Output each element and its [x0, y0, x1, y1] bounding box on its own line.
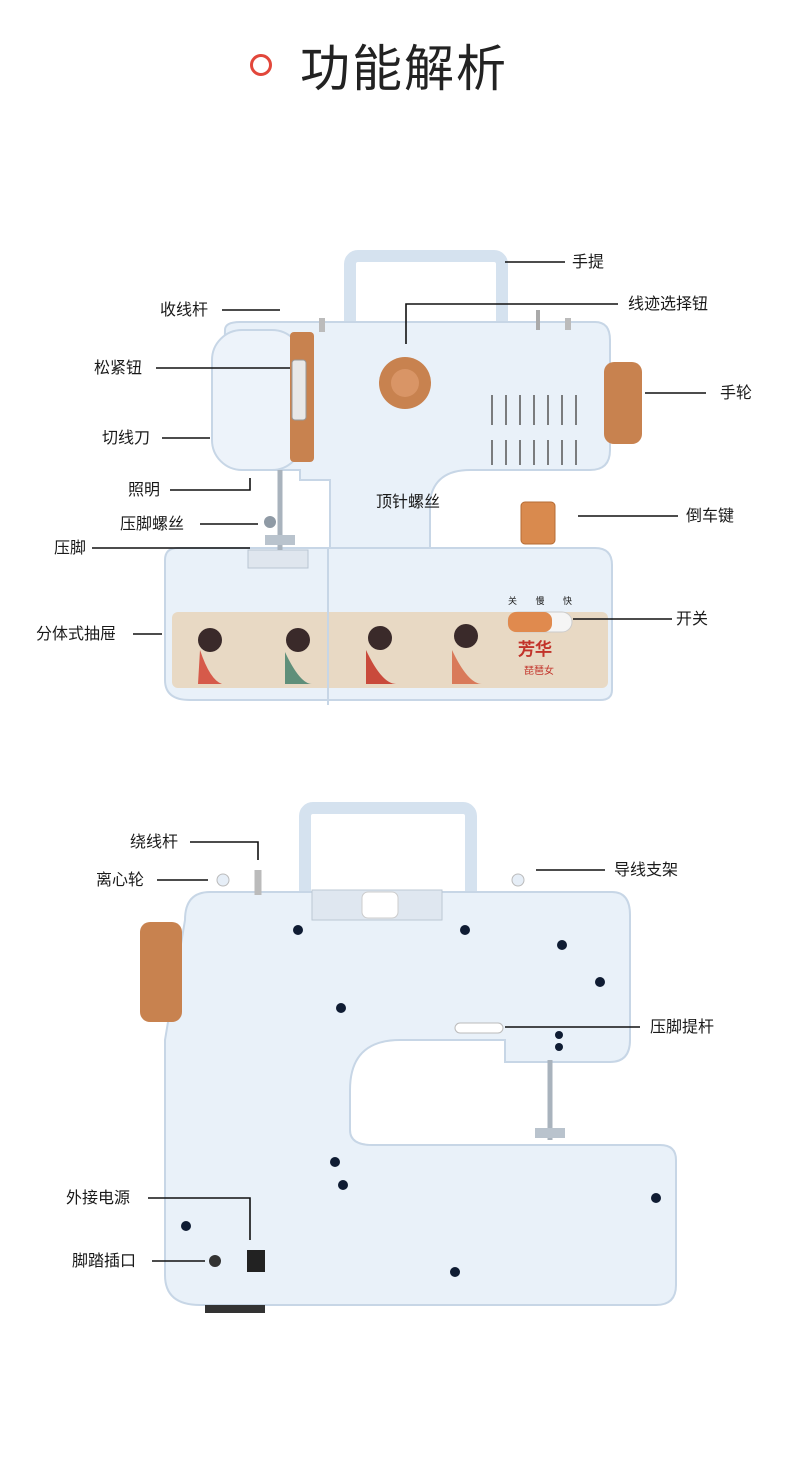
presser-lever-graphic: [454, 1022, 504, 1034]
decorative-band: [172, 612, 608, 688]
label-centrifugal-wheel: 离心轮: [96, 870, 145, 889]
figure-1: [198, 628, 222, 652]
presser-foot-graphic: [265, 535, 295, 545]
label-split-drawer: 分体式抽屉: [36, 624, 117, 643]
reverse-key-graphic: [520, 501, 556, 545]
label-presser-lever: 压脚提杆: [650, 1017, 715, 1036]
machine-face: [211, 329, 303, 471]
circle-icon: [250, 54, 272, 76]
label-handwheel: 手轮: [720, 383, 753, 402]
back-leader-lines: [148, 841, 640, 1262]
switch-slow-text: 慢: [535, 597, 545, 607]
label-switch: 开关: [676, 609, 709, 628]
label-external-power: 外接电源: [66, 1188, 131, 1207]
back-handwheel-graphic: [140, 922, 182, 1022]
tension-knob-graphic: [291, 359, 307, 421]
front-view-panel: 关 慢 快 芳华 琵琶女 手提 线迹选择钮 收线杆 松紧钮 手轮 切线刀 照明 …: [36, 250, 753, 705]
stitch-chart: [491, 395, 577, 465]
needle-plate: [247, 549, 309, 569]
brand-name: 芳华: [518, 640, 552, 660]
page-title: 功能解析: [300, 40, 508, 98]
back-view-panel: 绕线杆 导线支架 离心轮 压脚提杆 外接电源 脚踏插口: [0, 740, 790, 1340]
label-needle-screw: 顶针螺丝: [376, 492, 441, 511]
label-thread-guide: 导线支架: [614, 860, 679, 879]
label-winder-rod: 绕线杆: [130, 832, 179, 851]
label-tension-knob: 松紧钮: [94, 358, 143, 377]
pedal-port-graphic: [209, 1255, 221, 1267]
figure-2: [286, 628, 310, 652]
switch-legend: 关 慢 快: [508, 592, 572, 612]
label-reverse-key: 倒车键: [686, 506, 735, 525]
label-presser-foot: 压脚: [54, 538, 87, 557]
switch-off-text: 关: [508, 597, 518, 607]
brand-subtitle: 琵琶女: [524, 666, 554, 677]
figure-4: [454, 624, 478, 648]
label-handle: 手提: [572, 252, 605, 271]
label-thread-cutter: 切线刀: [102, 428, 151, 447]
page-header: 功能解析: [250, 30, 508, 100]
leader-lines: [92, 261, 706, 635]
label-foot-pedal-port: 脚踏插口: [72, 1251, 137, 1270]
label-stitch-selector: 线迹选择钮: [628, 294, 709, 313]
figure-3: [368, 626, 392, 650]
back-machine-illustration: [140, 802, 677, 1313]
back-machine-body: [164, 891, 677, 1306]
screw-holes: [181, 925, 661, 1277]
label-presser-screw: 压脚螺丝: [120, 514, 185, 533]
power-port-graphic: [247, 1250, 265, 1272]
front-machine-illustration: [92, 250, 706, 705]
label-light: 照明: [128, 480, 161, 499]
label-take-up-lever: 收线杆: [160, 300, 209, 319]
switch-fast-text: 快: [562, 597, 572, 607]
handwheel-graphic: [604, 362, 642, 444]
